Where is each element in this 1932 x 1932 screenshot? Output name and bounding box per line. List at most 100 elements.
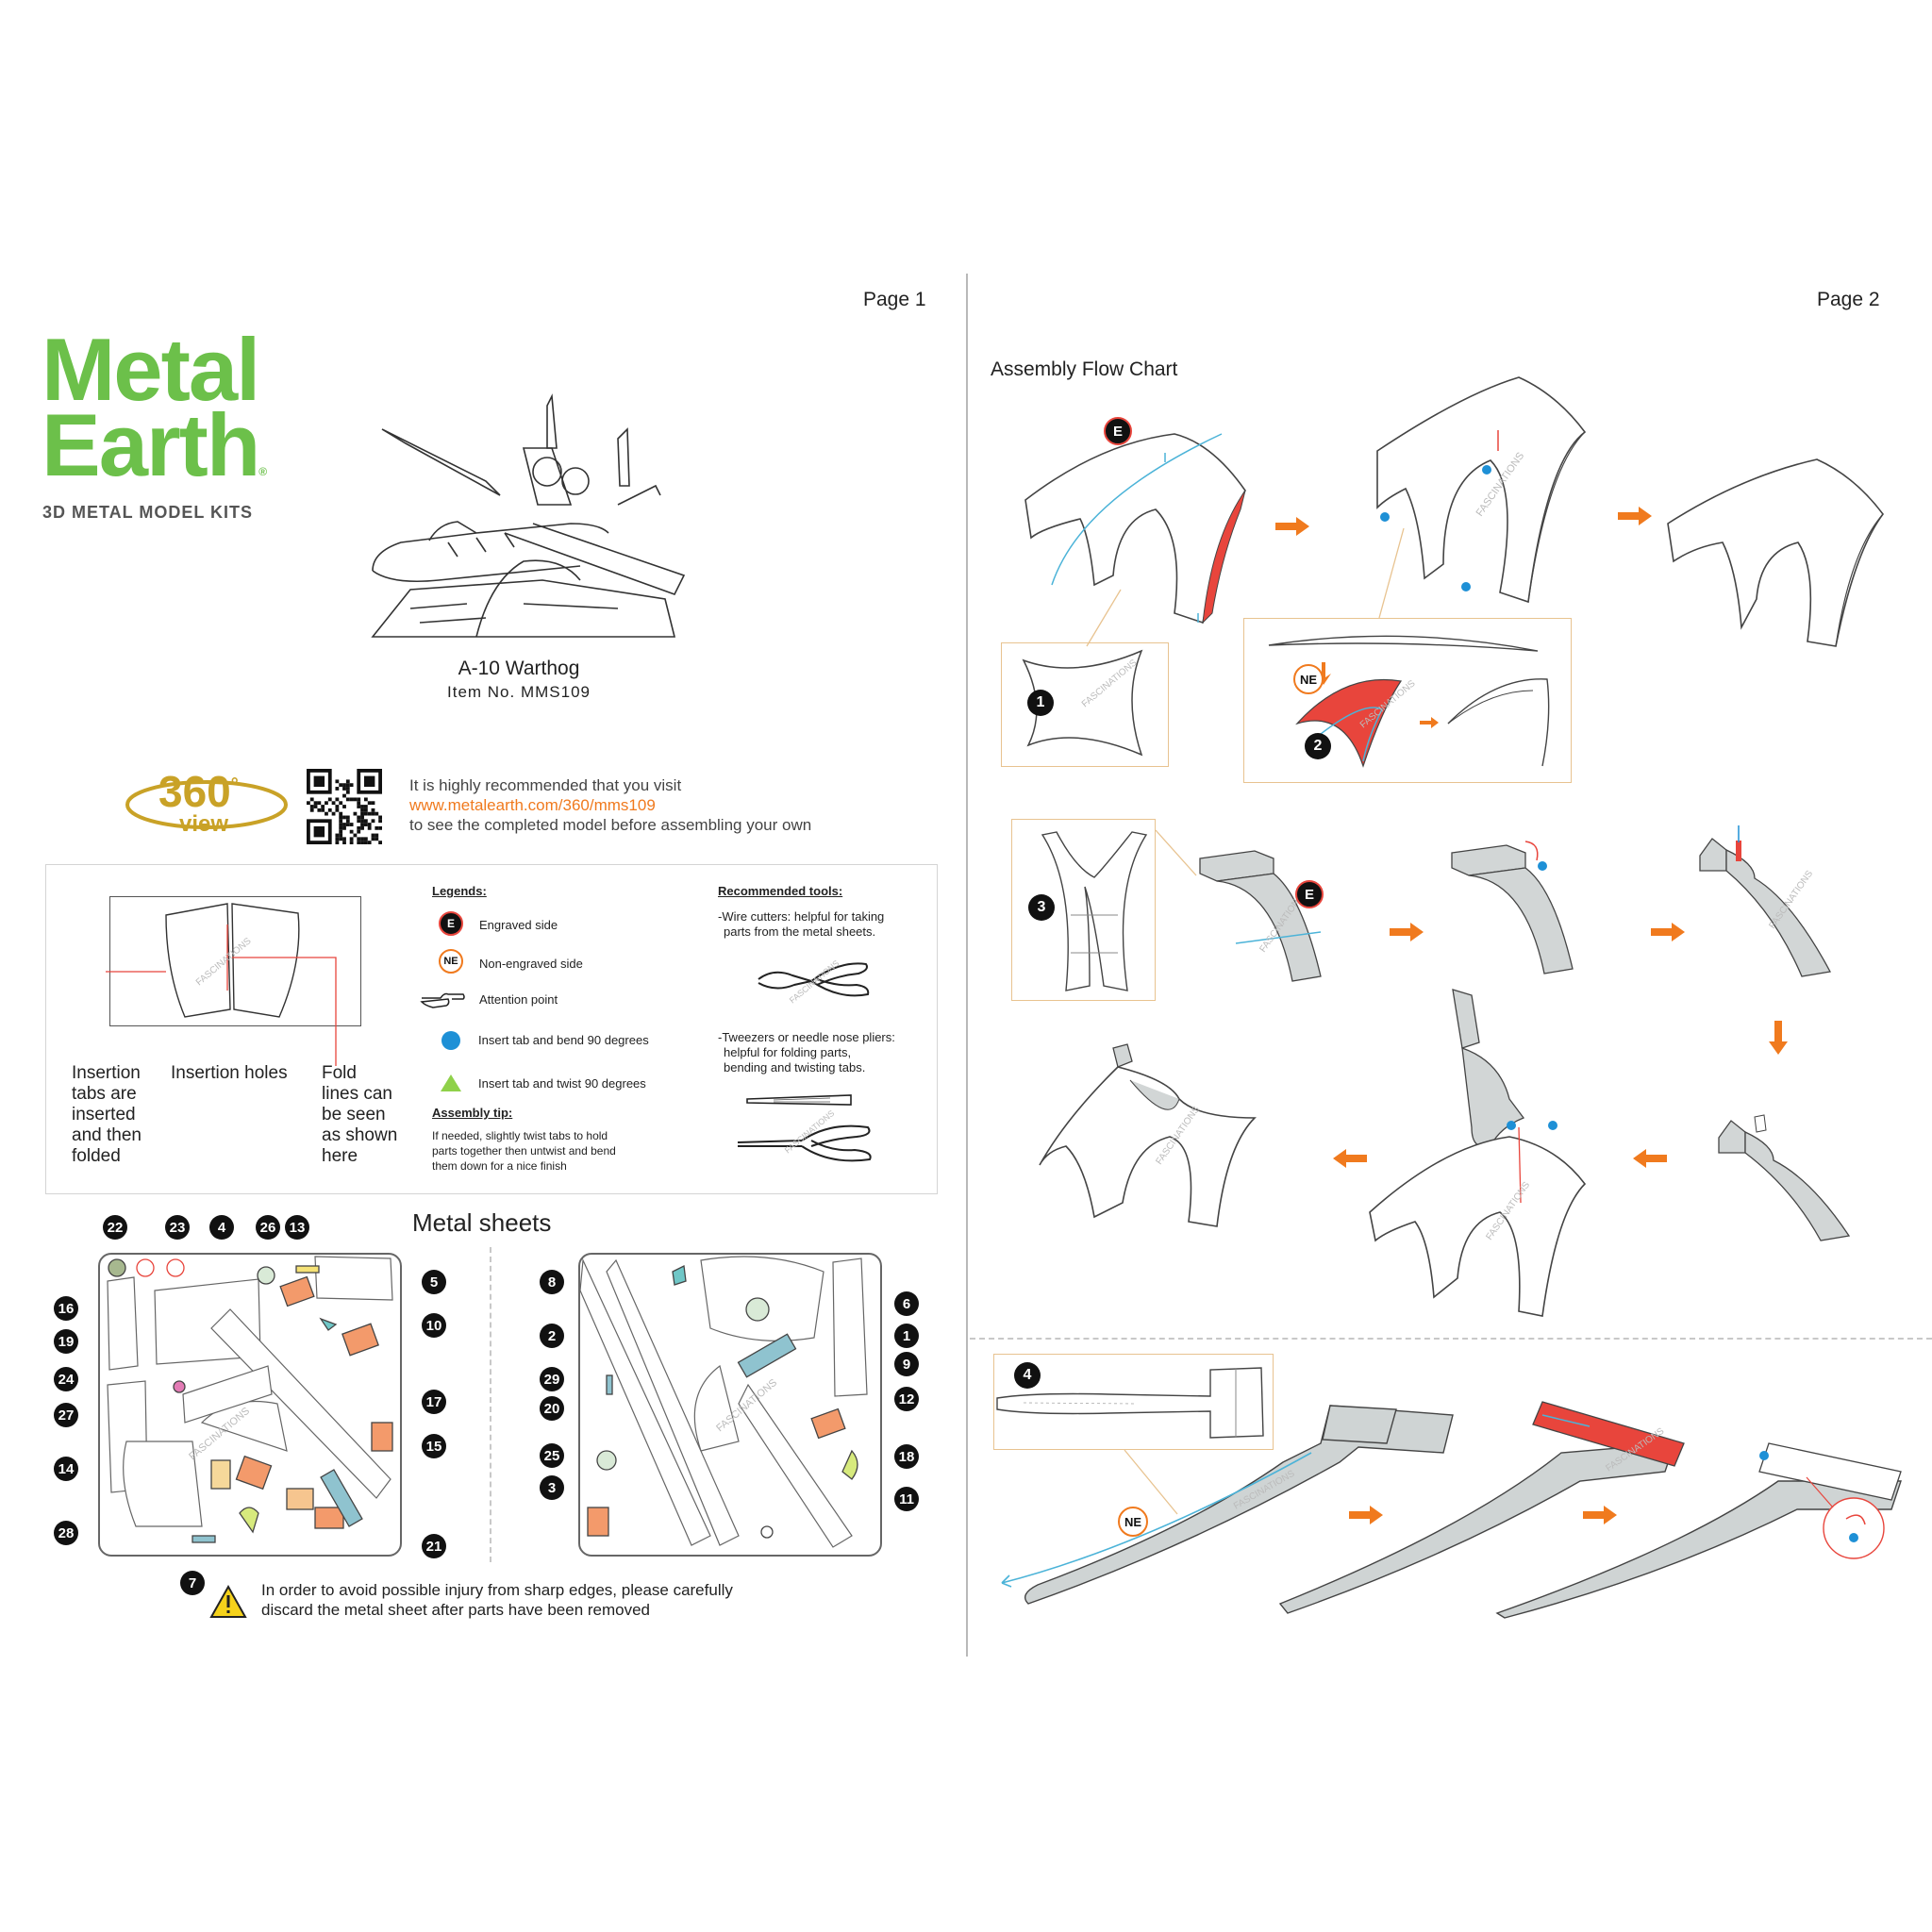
sheet-2-part-1: 1 [894,1324,919,1348]
step-3-leader [1155,829,1197,876]
assembly-flow-title: Assembly Flow Chart [991,358,1178,380]
sheet-1-part-16: 16 [54,1296,78,1321]
step-2-box [1243,618,1572,783]
qr-code[interactable] [307,769,382,844]
step-4-number: 4 [1014,1362,1041,1389]
step-2-number: 2 [1305,733,1331,759]
legend-engraved-label: Engraved side [479,918,558,932]
registered-mark: ® [258,465,268,478]
warning-triangle-icon [209,1584,247,1618]
flow-rail-step-a: FASCINATIONS [1001,1405,1454,1605]
sheet-2-part-20: 20 [540,1396,564,1421]
flow-engraved-badge-1: E [1104,417,1132,445]
step-2-parts: FASCINATIONS [1268,635,1550,768]
metal-sheet-1-parts: FASCINATIONS [107,1256,393,1543]
flow-arrow-left-1 [1333,1149,1367,1168]
step-4-leader [1124,1449,1178,1515]
legend-twist-label: Insert tab and twist 90 degrees [478,1076,646,1091]
sheet-2-part-29: 29 [540,1367,564,1391]
sheet-2-part-9: 9 [894,1352,919,1376]
sheet-1-part-23: 23 [165,1215,190,1240]
non-engraved-side-icon: NE [439,949,463,974]
view-360-label: view [179,811,229,837]
sheet-2-part-8: 8 [540,1270,564,1294]
sheet-2-part-18: 18 [894,1444,919,1469]
brand-logo: Metal Earth® [42,325,268,509]
fold-demo-frame [109,896,361,1026]
step-1-part: FASCINATIONS [1022,649,1143,757]
page-1-label: Page 1 [863,289,926,310]
sheet-1-part-14: 14 [54,1457,78,1481]
insertion-holes-note: Insertion holes [171,1063,288,1083]
view-360-swoosh [125,780,288,829]
sheet-1-part-19: 19 [54,1329,78,1354]
step-3-part [1041,831,1148,991]
flow-leg-step-b [1451,841,1574,974]
sheet-1-part-7: 7 [180,1571,205,1595]
sheet-2-part-3: 3 [540,1475,564,1500]
instructions-panel [45,864,938,1194]
recommendation-line-1: It is highly recommended that you visit [409,776,682,794]
sheet-1-part-28: 28 [54,1521,78,1545]
step-1-box [1001,642,1169,767]
flow-leg-step-c: FASCINATIONS [1699,825,1831,977]
sheet-1-part-24: 24 [54,1367,78,1391]
sheet-1-part-26: 26 [256,1215,280,1240]
sheet-2-part-2: 2 [540,1324,564,1348]
step-1-leader [1086,589,1122,647]
flow-rail-step-c [1495,1442,1902,1619]
assembly-tip-heading: Assembly tip: [432,1106,513,1120]
legend-non-engraved-label: Non-engraved side [479,957,583,971]
brand-line-2: Earth® [42,395,268,494]
step-1-number: 1 [1027,690,1054,716]
blue-dot-icon [441,1031,460,1050]
flow-stand-assembled-b: FASCINATIONS [1369,989,1587,1317]
metal-sheet-2-parts: FASCINATIONS [579,1256,868,1548]
sheet-2-part-11: 11 [894,1487,919,1511]
recommendation-line-3: to see the completed model before assemb… [409,816,812,834]
flow-leg-step-a: FASCINATIONS [1199,850,1322,982]
engraved-side-icon: E [439,911,463,936]
warning-text: In order to avoid possible injury from s… [261,1581,733,1619]
recommendation-url[interactable]: www.metalearth.com/360/mms109 [409,796,656,814]
flow-arrow-6 [1583,1506,1617,1524]
view-360-number: 360° [158,767,239,816]
flow-arrow-4 [1651,923,1685,941]
sheet-1-part-21: 21 [422,1534,446,1558]
sheet-1-part-5: 5 [422,1270,446,1294]
sheet-2-part-25: 25 [540,1443,564,1468]
flow-arrow-5 [1349,1506,1383,1524]
flow-non-engraved-badge-1: NE [1293,664,1324,694]
wire-cutters-icon: FASCINATIONS [758,958,870,1006]
sheet-1-part-4: 4 [209,1215,234,1240]
page-2-label: Page 2 [1817,289,1880,310]
sheet-1-part-22: 22 [103,1215,127,1240]
metal-sheets-title: Metal sheets [412,1208,552,1237]
flow-arrow-down [1769,1021,1788,1055]
sheet-1-part-13: 13 [285,1215,309,1240]
sheets-divider [490,1247,491,1562]
model-name: A-10 Warthog [458,658,580,679]
page-divider [966,274,968,1657]
pointing-hand-icon [420,992,465,1008]
flow-engraved-badge-2: E [1295,880,1324,908]
flow-stand-step-c [1667,458,1884,647]
step-2-leader [1378,527,1405,619]
brand-tagline: 3D METAL MODEL KITS [42,503,254,522]
legend-bend-label: Insert tab and bend 90 degrees [478,1033,649,1047]
view-360-badge[interactable]: 360° view [123,762,291,841]
tweezers-text: -Tweezers or needle nose pliers:helpful … [718,1030,895,1074]
svg-text:FASCINATIONS: FASCINATIONS [788,958,841,1006]
sheet-1-part-17: 17 [422,1390,446,1414]
section-divider [970,1338,1932,1340]
flow-arrow-2 [1618,507,1652,525]
sheet-1-part-27: 27 [54,1403,78,1427]
item-number: Item No. MMS109 [447,683,591,701]
legend-attention-label: Attention point [479,992,558,1007]
step-4-part [996,1367,1264,1439]
tools-heading: Recommended tools: [718,884,843,898]
